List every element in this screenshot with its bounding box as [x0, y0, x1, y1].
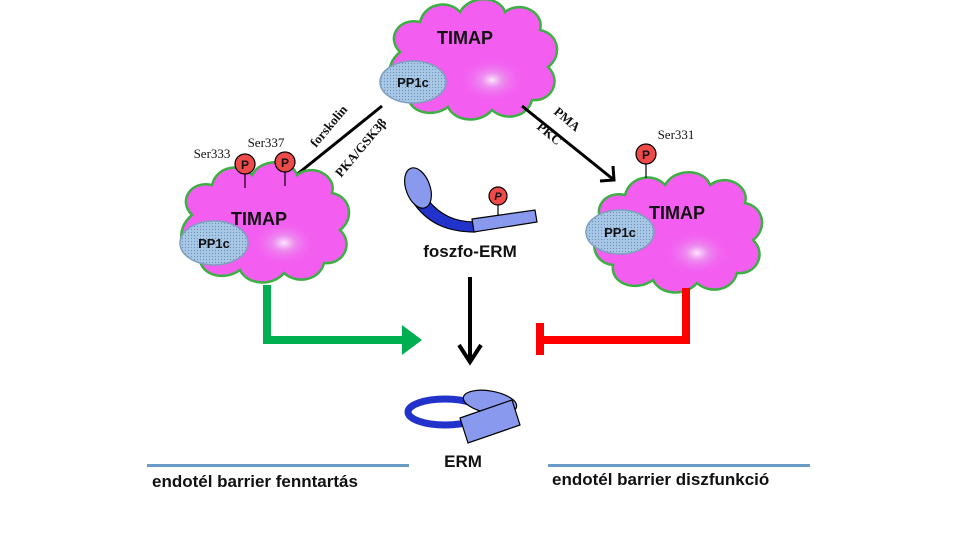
erm-c-terminal: [459, 399, 521, 444]
barrier-dysfunction-label: endotél barrier diszfunkció: [552, 470, 770, 489]
phospho-label: P: [241, 158, 249, 172]
left-activation-arrow: forskolin PKA/GSK3β: [288, 102, 390, 183]
left-divider: [147, 464, 409, 467]
top-pp1c-ellipse: [379, 60, 447, 104]
right-pp1c-ellipse: [585, 209, 655, 255]
top-timap-complex: TIMAP PP1c: [379, 0, 559, 121]
phospho-label: P: [642, 148, 650, 162]
phospho-label: P: [281, 156, 289, 170]
barrier-maintenance-label: endotél barrier fenntartás: [152, 472, 358, 491]
right-activation-arrow: PMA PKC: [521, 104, 616, 183]
left-pp1c-ellipse: [179, 220, 249, 266]
green-arrowhead: [402, 325, 422, 355]
phospho-badge: [488, 186, 508, 206]
phospho-erm-label: foszfo-ERM: [423, 242, 516, 261]
ser331-label: Ser331: [658, 127, 695, 142]
phospho-badge: [234, 153, 256, 175]
phospho-badge: [274, 151, 296, 173]
right-pp1c-label: PP1c: [604, 225, 636, 240]
left-timap-complex: TIMAP PP1c: [179, 160, 351, 284]
erm-label: ERM: [444, 452, 482, 471]
black-down-arrow: [457, 277, 483, 366]
right-timap-label: TIMAP: [649, 203, 705, 223]
erm-ferm-domain: [404, 167, 432, 209]
ser333-label: Ser333: [194, 146, 231, 161]
right-timap-complex: TIMAP PP1c: [585, 170, 764, 294]
left-phospho-ser337: P Ser337: [248, 135, 296, 186]
phospho-label: P: [494, 191, 502, 203]
right-phospho-ser331: P Ser331: [635, 127, 695, 178]
forskolin-label: forskolin: [307, 102, 351, 150]
erm-molecule: ERM: [404, 389, 521, 471]
erm-c-terminal: [471, 209, 538, 233]
pkc-label: PKC: [534, 119, 565, 148]
timap-glow: [460, 58, 524, 102]
green-promote-arrow: [263, 285, 422, 355]
top-timap-label: TIMAP: [437, 28, 493, 48]
left-timap-label: TIMAP: [231, 209, 287, 229]
timap-glow: [665, 231, 729, 275]
phospho-badge: [635, 143, 657, 165]
ser337-label: Ser337: [248, 135, 285, 150]
timap-glow: [252, 221, 316, 265]
phospho-erm-molecule: P foszfo-ERM: [404, 167, 538, 261]
left-phospho-ser333: P Ser333: [194, 146, 256, 188]
top-pp1c-label: PP1c: [397, 75, 429, 90]
left-pp1c-label: PP1c: [198, 236, 230, 251]
red-inhibit-arrow: [536, 288, 690, 355]
right-divider: [548, 464, 810, 467]
